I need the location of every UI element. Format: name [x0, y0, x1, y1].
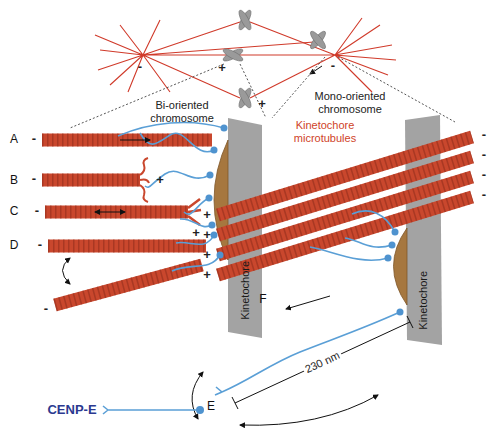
legend-label: CENP-E [47, 403, 96, 418]
kinetochore-label: Kinetochore [417, 271, 430, 330]
outer-plate [214, 140, 228, 260]
kinetochore-label: Kinetochore [239, 261, 252, 320]
microtubule-label: Kinetochore microtubules [285, 119, 365, 144]
panel-letter: F [259, 293, 266, 307]
polarity-sign: - [482, 128, 486, 143]
panel-letter: D [10, 239, 19, 253]
polarity-sign: + [203, 208, 211, 223]
panel-letter: B [10, 174, 18, 188]
dimension-line [232, 316, 413, 409]
zoom-guide [70, 57, 455, 128]
chromosome-label: Bi-oriented chromosome [142, 99, 222, 124]
chromosome-label: Mono-oriented chromosome [305, 90, 395, 115]
panel-letter: C [10, 205, 19, 219]
polarity-sign: - [138, 60, 142, 75]
outer-plate [394, 228, 408, 305]
microtubule [218, 137, 472, 275]
polarity-sign: - [482, 168, 486, 183]
polarity-sign: - [32, 132, 36, 147]
polarity-sign: + [218, 61, 226, 76]
motion-arrow [63, 140, 379, 425]
panel-letter: A [10, 133, 18, 147]
polarity-sign: + [203, 248, 211, 263]
polarity-sign: - [482, 188, 486, 203]
polarity-sign: + [156, 173, 164, 188]
polarity-sign: + [192, 226, 200, 241]
polarity-sign: - [331, 59, 335, 74]
microtubule [42, 140, 212, 305]
polarity-sign: - [32, 172, 36, 187]
polarity-sign: + [203, 228, 211, 243]
cenp-e-molecule [215, 211, 404, 395]
polarity-sign: + [258, 97, 266, 112]
kinetochore-region: Kinetochore [228, 118, 262, 336]
polarity-sign: + [203, 268, 211, 283]
dimension-label: 230 nm [301, 348, 343, 377]
polarity-sign: - [38, 238, 42, 253]
panel-letter: E [207, 400, 215, 414]
legend-sample [103, 406, 204, 414]
cenp-e-molecule [118, 122, 228, 271]
kinetochore-region: Kinetochore [406, 120, 440, 342]
polarity-sign: - [35, 204, 39, 219]
polarity-sign: - [44, 302, 48, 317]
polarity-sign: - [482, 148, 486, 163]
